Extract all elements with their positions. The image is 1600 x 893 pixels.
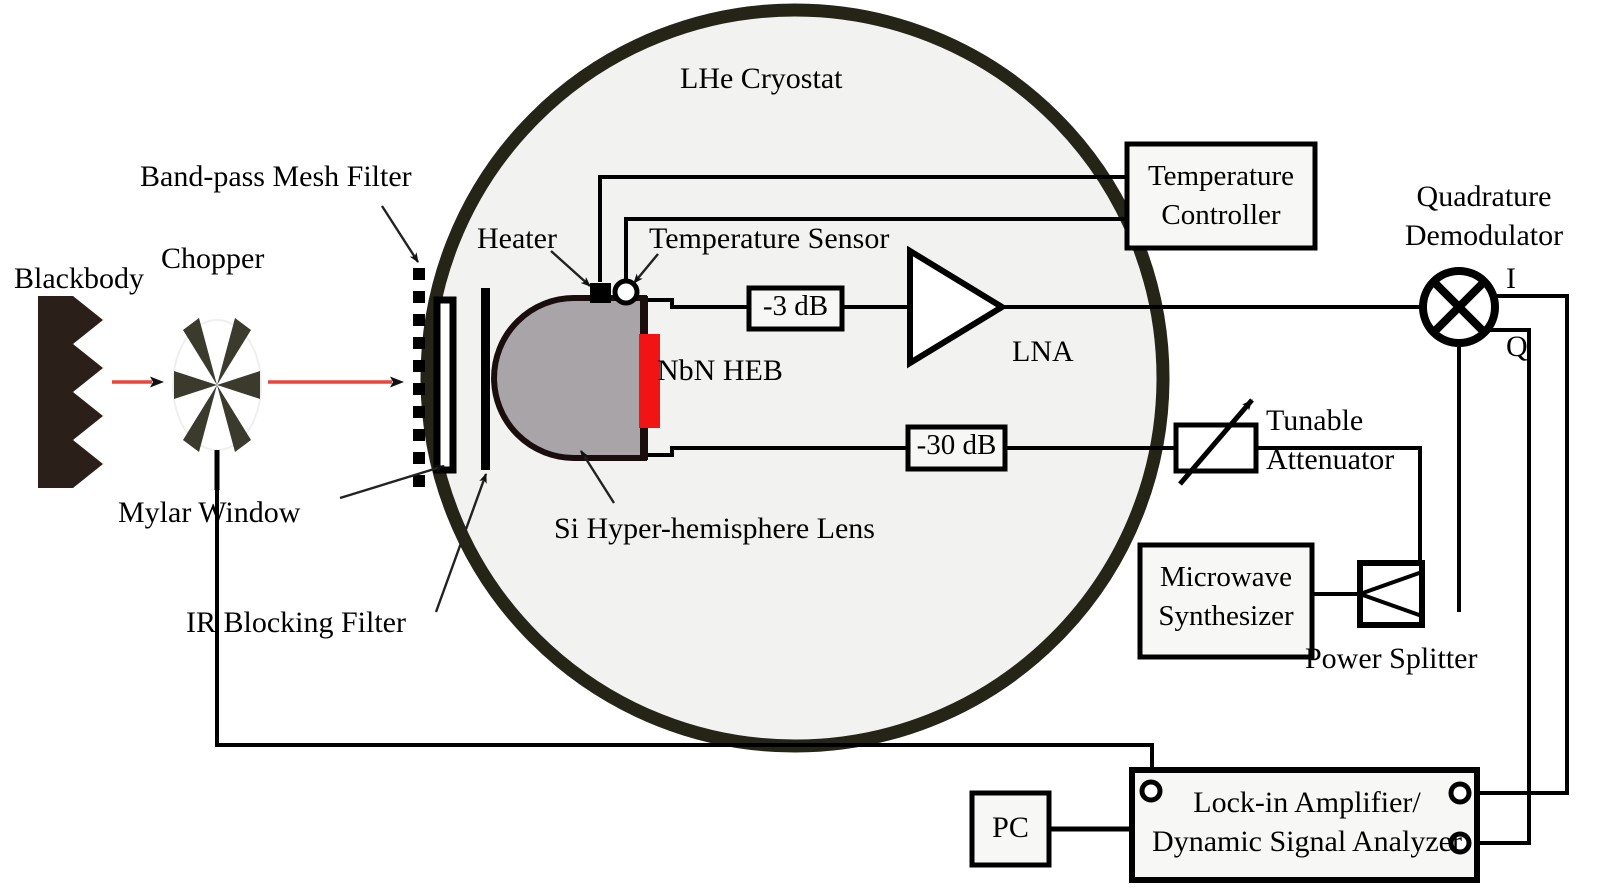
mylar-window — [433, 296, 457, 474]
demodulator-port-q-label: Q — [1506, 330, 1528, 363]
band-pass-mesh-filter-label: Band-pass Mesh Filter — [140, 160, 412, 193]
tunable-attenuator-label-line2: Attenuator — [1266, 443, 1395, 476]
wire-chopper-reference-to-lockin — [215, 490, 1154, 775]
chopper-label: Chopper — [161, 242, 265, 275]
power-splitter[interactable] — [1357, 560, 1425, 628]
wire-heb-to-30db — [648, 446, 908, 457]
temperature-controller-box[interactable] — [1124, 141, 1318, 251]
nbn-heb-label: NbN HEB — [657, 354, 783, 387]
ir-blocking-filter — [481, 288, 490, 470]
microwave-synthesizer-label-line2: Synthesizer — [1158, 600, 1294, 632]
ir-blocking-filter-label: IR Blocking Filter — [186, 606, 406, 639]
attenuator-3db-box[interactable] — [746, 285, 845, 332]
leader-temperature-sensor — [633, 253, 659, 284]
lna-label: LNA — [1012, 335, 1074, 368]
tunable-attenuator-label-line1: Tunable — [1266, 404, 1364, 437]
wire-demodulator-q-to-lockin — [1477, 328, 1531, 845]
lock-in-amplifier-label-line2: Dynamic Signal Analyzer — [1152, 825, 1462, 858]
si-hyper-hemisphere-lens — [491, 295, 648, 461]
temperature-sensor-label: Temperature Sensor — [649, 222, 890, 255]
temperature-controller-label-line1: Temperature — [1147, 160, 1295, 192]
wire-demodulator-i-to-lockin — [1477, 294, 1569, 795]
tunable-attenuator[interactable] — [1173, 398, 1259, 486]
leader-mesh-filter — [380, 205, 420, 263]
lna-amplifier[interactable] — [907, 245, 1008, 369]
power-splitter-label: Power Splitter — [1305, 642, 1478, 675]
demodulator-port-i-label: I — [1506, 262, 1516, 295]
quadrature-demodulator-label-line2: Demodulator — [1404, 219, 1564, 252]
attenuator-3db-label: -3 dB — [762, 290, 829, 322]
lockin-port-i — [1448, 781, 1472, 805]
lockin-port-q — [1448, 831, 1472, 855]
leader-si-lens — [579, 450, 616, 504]
blackbody-source — [38, 296, 103, 488]
band-pass-mesh-filter — [413, 268, 425, 487]
heater-label: Heater — [477, 222, 557, 255]
nbn-heb-detector — [639, 334, 660, 428]
pc-label: PC — [992, 811, 1029, 844]
leader-ir-filter — [434, 473, 488, 613]
microwave-synthesizer-label-line1: Microwave — [1159, 561, 1293, 593]
lhe-cryostat-label: LHe Cryostat — [680, 62, 843, 95]
chopper-wheel — [172, 318, 262, 490]
heater — [590, 283, 611, 303]
quadrature-demodulator-label-line1: Quadrature — [1416, 180, 1552, 213]
quadrature-demodulator[interactable] — [1419, 267, 1499, 347]
mylar-window-label: Mylar Window — [118, 496, 301, 529]
leader-heater — [550, 250, 591, 287]
wire-tunable-attenuator-to-splitter — [1256, 446, 1422, 578]
si-lens-label: Si Hyper-hemisphere Lens — [554, 512, 875, 545]
lock-in-amplifier-label-line1: Lock-in Amplifier/ — [1193, 786, 1421, 819]
lockin-port-reference — [1139, 779, 1163, 803]
wire-heater-to-temperature-controller — [598, 175, 1127, 282]
wire-sensor-to-temperature-controller — [624, 217, 1127, 281]
blackbody-label: Blackbody — [14, 262, 144, 295]
leader-lines — [339, 205, 659, 613]
attenuator-30db-label: -30 dB — [916, 429, 997, 461]
lock-in-amplifier-box[interactable] — [1129, 767, 1480, 883]
temperature-controller-label-line2: Controller — [1161, 199, 1281, 231]
wire-heb-to-3db — [648, 298, 749, 309]
temperature-sensor — [612, 278, 640, 306]
microwave-synthesizer-box[interactable] — [1137, 542, 1315, 660]
leader-mylar-window — [339, 464, 445, 500]
